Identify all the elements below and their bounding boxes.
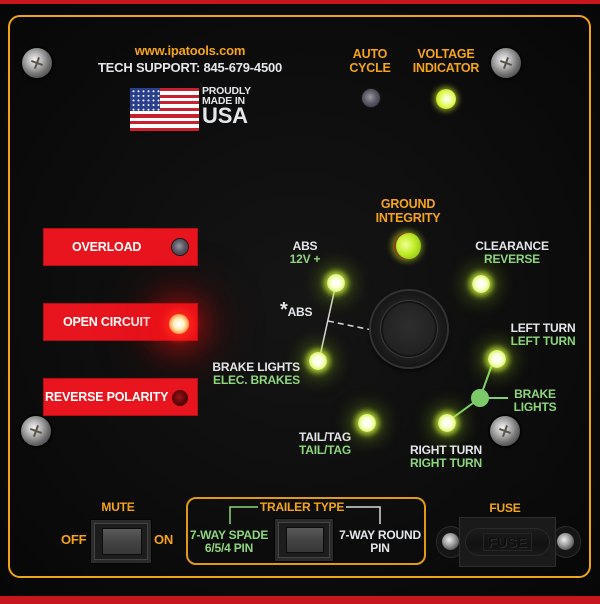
us-flag-icon	[130, 88, 199, 131]
abs-led	[327, 274, 345, 292]
mute-on-label: ON	[154, 532, 174, 547]
right-turn-led	[438, 414, 456, 432]
left-turn-led	[488, 350, 506, 368]
auto-cycle-label: AUTO CYCLE	[349, 47, 391, 75]
mute-switch[interactable]	[91, 520, 151, 563]
fuse-cap-label: FUSE	[482, 533, 533, 551]
trailer-type-spade-label: 7-WAY SPADE 6/5/4 PIN	[189, 528, 269, 555]
panel-frame	[8, 15, 591, 578]
screw-icon	[490, 416, 520, 446]
badge-line3: USA	[202, 103, 248, 128]
tail-tag-label: TAIL/TAG TAIL/TAG	[299, 430, 351, 457]
clearance-led	[472, 275, 490, 293]
trailer-type-title: TRAILER TYPE	[259, 500, 345, 514]
overload-led	[172, 239, 188, 255]
mute-title: MUTE	[101, 500, 135, 514]
screw-icon	[491, 48, 521, 78]
tester-panel: www.ipatools.com TECH SUPPORT: 845-679-4…	[0, 4, 600, 596]
mute-off-label: OFF	[61, 532, 87, 547]
left-turn-label: LEFT TURN LEFT TURN	[510, 321, 576, 348]
screw-icon	[21, 416, 51, 446]
voltage-indicator-led	[436, 89, 456, 109]
ground-integrity-led	[393, 232, 421, 260]
fuse-cap[interactable]: FUSE	[466, 529, 549, 555]
website-text: www.ipatools.com	[134, 43, 246, 58]
trailer-type-rocker	[286, 527, 324, 553]
auto-cycle-led	[362, 89, 380, 107]
brake-lights-label: BRAKE LIGHTS ELEC. BRAKES	[212, 360, 300, 387]
clearance-label: CLEARANCE REVERSE	[475, 239, 549, 266]
badge-line2: MADE IN	[202, 95, 245, 107]
screw-icon	[552, 527, 580, 557]
tail-tag-led	[358, 414, 376, 432]
knob-cap	[383, 303, 435, 355]
tech-support-text: TECH SUPPORT: 845-679-4500	[97, 60, 283, 75]
brake-lights-led	[309, 352, 327, 370]
ground-integrity-label: GROUND INTEGRITY	[375, 197, 441, 225]
made-in-usa-badge: PROUDLY MADE IN USA	[202, 85, 251, 128]
badge-line1: PROUDLY	[202, 85, 251, 97]
mute-rocker	[102, 528, 142, 555]
right-turn-label: RIGHT TURN RIGHT TURN	[410, 443, 482, 470]
open-circuit-led	[169, 314, 189, 334]
abs-label: ABS 12V +	[289, 239, 321, 266]
fuse-title: FUSE	[489, 501, 521, 515]
trailer-type-box	[186, 497, 426, 565]
abs-note: *ABS	[280, 299, 313, 321]
reverse-polarity-led	[172, 390, 188, 406]
test-knob[interactable]	[371, 291, 447, 367]
trailer-type-switch[interactable]	[275, 519, 333, 561]
trailer-type-round-label: 7-WAY ROUND PIN	[339, 528, 421, 555]
screw-icon	[22, 48, 52, 78]
fuse-holder[interactable]: FUSE	[437, 518, 580, 566]
voltage-indicator-label: VOLTAGE INDICATOR	[412, 47, 480, 75]
brake-lights-junction-label: BRAKE LIGHTS	[513, 387, 557, 414]
